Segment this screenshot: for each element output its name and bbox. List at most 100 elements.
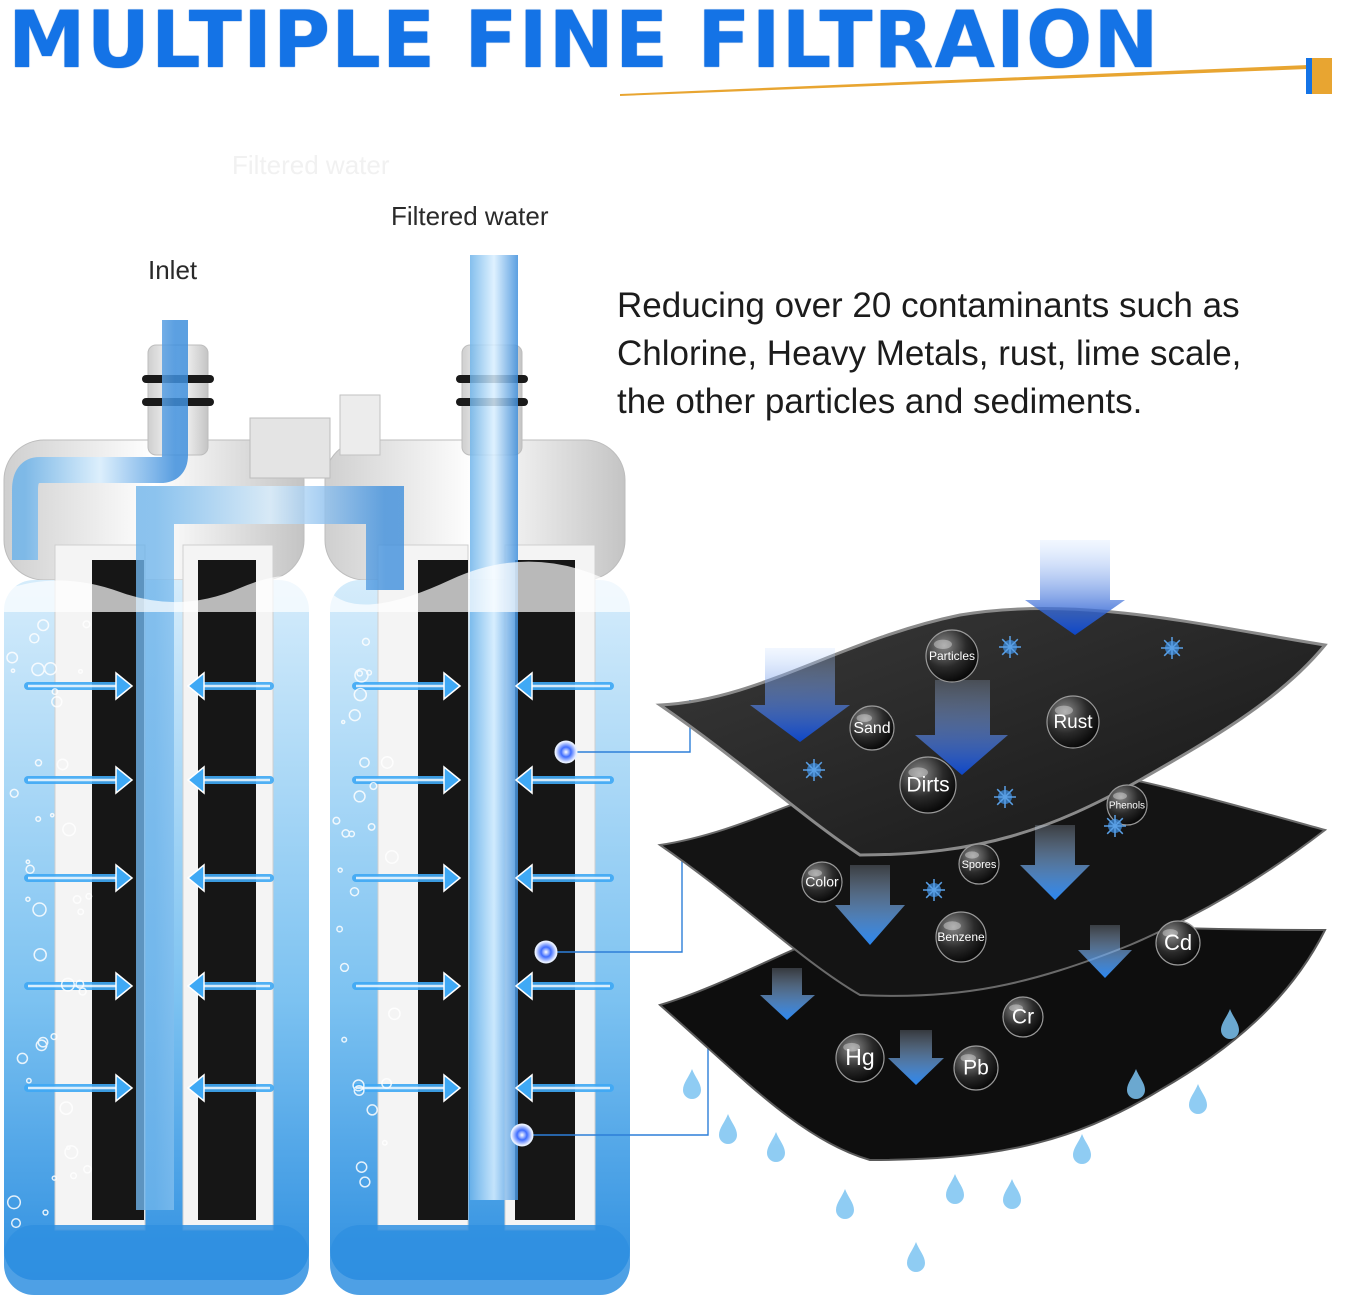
bubble <box>381 1139 388 1146</box>
bubble <box>352 1079 365 1092</box>
contaminant-label: Hg <box>845 1044 874 1070</box>
bubble <box>337 867 343 873</box>
flow-arrow <box>514 971 614 1001</box>
connector-dot-1 <box>554 740 578 764</box>
bubble <box>339 962 350 973</box>
flow-arrow <box>514 863 614 893</box>
flow-arrow <box>352 671 462 701</box>
particle-icon <box>1161 637 1183 659</box>
bubble <box>381 1077 393 1089</box>
bubble <box>359 757 370 768</box>
bubble <box>336 925 344 933</box>
contaminant-label: Particles <box>929 649 975 663</box>
bubble <box>85 892 93 900</box>
bubble <box>65 1145 71 1151</box>
bubble <box>69 1172 78 1180</box>
contaminant-sand: Sand <box>849 705 895 751</box>
bubble <box>62 822 77 837</box>
bubble <box>49 812 55 818</box>
bubble <box>349 886 360 897</box>
bubble <box>355 1161 368 1173</box>
bubble <box>353 1084 365 1097</box>
contaminant-label: Sand <box>853 720 890 737</box>
bubble <box>56 758 69 771</box>
bubble <box>60 977 75 992</box>
connector-dot-3 <box>510 1123 534 1147</box>
bubble <box>9 788 19 798</box>
water-drop <box>683 1069 701 1099</box>
contaminant-particles: Particles <box>925 629 979 683</box>
bubble <box>33 947 47 962</box>
bubble <box>369 782 378 791</box>
contaminant-label: Dirts <box>906 774 949 797</box>
bubble <box>75 979 85 989</box>
contaminant-label: Spores <box>962 859 997 871</box>
bubble <box>384 850 399 864</box>
contaminant-phenols: Phenols <box>1106 784 1148 826</box>
water-drop <box>907 1242 925 1272</box>
bubble <box>35 1039 48 1052</box>
bubble <box>37 619 50 632</box>
bubble <box>361 637 371 646</box>
flow-arrow <box>514 1073 614 1103</box>
bubble <box>10 668 16 674</box>
bubble <box>16 1052 29 1065</box>
flow-down-arrows <box>750 540 1132 1085</box>
contaminant-rust: Rust <box>1046 695 1100 749</box>
bubble <box>25 859 31 865</box>
contaminant-cr: Cr <box>1002 996 1044 1038</box>
flow-arrow <box>186 1073 274 1103</box>
bubble <box>64 1145 79 1160</box>
contaminant-spores: Spores <box>958 843 1000 885</box>
bubble <box>340 719 346 725</box>
bubble <box>388 1007 401 1021</box>
bubble <box>72 895 82 904</box>
bubble <box>35 815 42 823</box>
contaminant-cd: Cd <box>1155 920 1201 966</box>
bubble <box>82 620 91 629</box>
flow-arrow <box>24 671 134 701</box>
bubble <box>6 1195 22 1210</box>
water-drop <box>767 1132 785 1162</box>
water-drop <box>719 1114 737 1144</box>
water-drop <box>1189 1084 1207 1114</box>
water-drop <box>1073 1134 1091 1164</box>
flow-arrow <box>186 671 274 701</box>
bubble <box>348 709 361 722</box>
bubble <box>51 1175 58 1181</box>
flow-arrow <box>186 863 274 893</box>
flow-arrow <box>514 671 614 701</box>
flow-arrow <box>352 765 462 795</box>
bubble <box>359 1176 371 1188</box>
water-drop <box>946 1174 964 1204</box>
particle-icon <box>1104 815 1126 837</box>
bubble <box>366 669 373 676</box>
bubble <box>341 1036 348 1043</box>
flow-arrow <box>514 765 614 795</box>
title-underline-decoration <box>620 58 1332 96</box>
flow-arrow <box>352 971 462 1001</box>
contaminant-label: Benzene <box>937 930 985 944</box>
contaminant-label: Rust <box>1053 712 1093 733</box>
contaminant-pb: Pb <box>953 1045 999 1091</box>
bubble <box>34 759 43 767</box>
bubble <box>29 633 40 644</box>
particle-icon <box>994 786 1016 808</box>
particle-icon <box>999 636 1021 658</box>
page-title: MULTIPLE FINE FILTRAION <box>8 0 1160 86</box>
bubble <box>366 1104 378 1116</box>
bubble <box>25 896 31 902</box>
contaminant-dirts: Dirts <box>899 756 957 814</box>
bubble <box>10 1218 22 1229</box>
bubble <box>31 662 45 677</box>
bubble <box>353 687 368 702</box>
bubble <box>25 864 35 875</box>
flow-arrow <box>352 863 462 893</box>
flow-arrow <box>24 971 134 1001</box>
bubble <box>77 668 84 674</box>
water-drop <box>1127 1069 1145 1099</box>
bubble <box>356 670 364 677</box>
bubble <box>353 790 366 803</box>
